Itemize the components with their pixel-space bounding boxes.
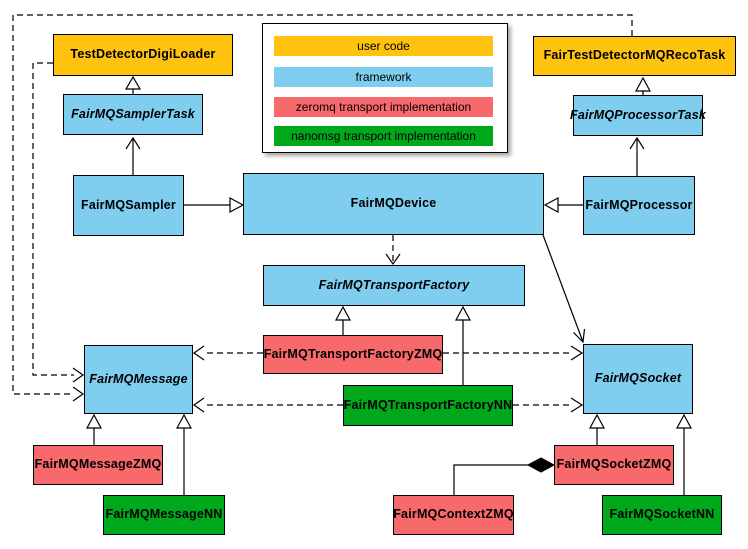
- legend: user code framework zeromq transport imp…: [262, 23, 508, 153]
- legend-item-framework: framework: [274, 67, 493, 87]
- node-fairmq-message: FairMQMessage: [84, 345, 193, 414]
- edge-socketzmq-inherits-socket: [588, 413, 606, 445]
- node-fairmq-transport-factory-nn: FairMQTransportFactoryNN: [343, 385, 513, 426]
- node-fairmq-sampler-task: FairMQSamplerTask: [63, 94, 203, 135]
- node-fairmq-transport-factory-zmq: FairMQTransportFactoryZMQ: [263, 335, 443, 374]
- node-fairmq-device: FairMQDevice: [243, 173, 544, 235]
- node-test-detector-digi-loader: TestDetectorDigiLoader: [53, 34, 233, 76]
- edge-device-uses-factory: [385, 235, 401, 266]
- edge-samplertask-inherits-digiloader: [124, 75, 142, 94]
- edge-factoryzmq-inherits-factory: [334, 305, 352, 335]
- edge-sampler-inherits-device: [184, 196, 245, 214]
- edge-factorynn-creates-socket: [513, 397, 584, 413]
- node-fairmq-socket-nn: FairMQSocketNN: [602, 495, 722, 535]
- edge-processor-inherits-device: [543, 196, 583, 214]
- edge-socketnn-inherits-socket: [675, 413, 693, 495]
- node-fairmq-message-zmq: FairMQMessageZMQ: [33, 445, 163, 485]
- edge-processortask-inherits-recotask: [634, 76, 652, 95]
- node-fairmq-message-nn: FairMQMessageNN: [103, 495, 225, 535]
- edge-digiloader-uses-message: [32, 62, 85, 383]
- node-fairmq-transport-factory: FairMQTransportFactory: [263, 265, 525, 306]
- node-fairmq-socket-zmq: FairMQSocketZMQ: [554, 445, 674, 485]
- edge-messagezmq-inherits-message: [85, 413, 103, 445]
- node-fairmq-sampler: FairMQSampler: [73, 175, 184, 236]
- node-fairmq-processor-task: FairMQProcessorTask: [570, 95, 706, 136]
- edge-device-to-socket: [542, 234, 586, 344]
- node-fairmq-socket: FairMQSocket: [583, 344, 693, 414]
- edge-factoryzmq-creates-socket: [443, 345, 584, 361]
- legend-item-user-code: user code: [274, 36, 493, 56]
- edge-sampler-to-samplertask: [125, 136, 141, 175]
- legend-item-zeromq: zeromq transport implementation: [274, 97, 493, 117]
- edge-socketzmq-composes-contextzmq: [453, 457, 556, 495]
- edge-messagenn-inherits-message: [175, 413, 193, 495]
- edge-factoryzmq-creates-message: [192, 345, 263, 361]
- edge-factorynn-creates-message: [192, 397, 343, 413]
- node-fair-test-detector-mq-reco-task: FairTestDetectorMQRecoTask: [533, 36, 736, 76]
- node-fairmq-processor: FairMQProcessor: [583, 176, 695, 235]
- edge-processor-to-processortask: [629, 136, 645, 176]
- node-fairmq-context-zmq: FairMQContextZMQ: [393, 495, 514, 535]
- legend-item-nanomsg: nanomsg transport implementation: [274, 126, 493, 146]
- edge-factorynn-inherits-factory: [454, 305, 472, 385]
- edge-recotask-uses-message: [12, 14, 633, 402]
